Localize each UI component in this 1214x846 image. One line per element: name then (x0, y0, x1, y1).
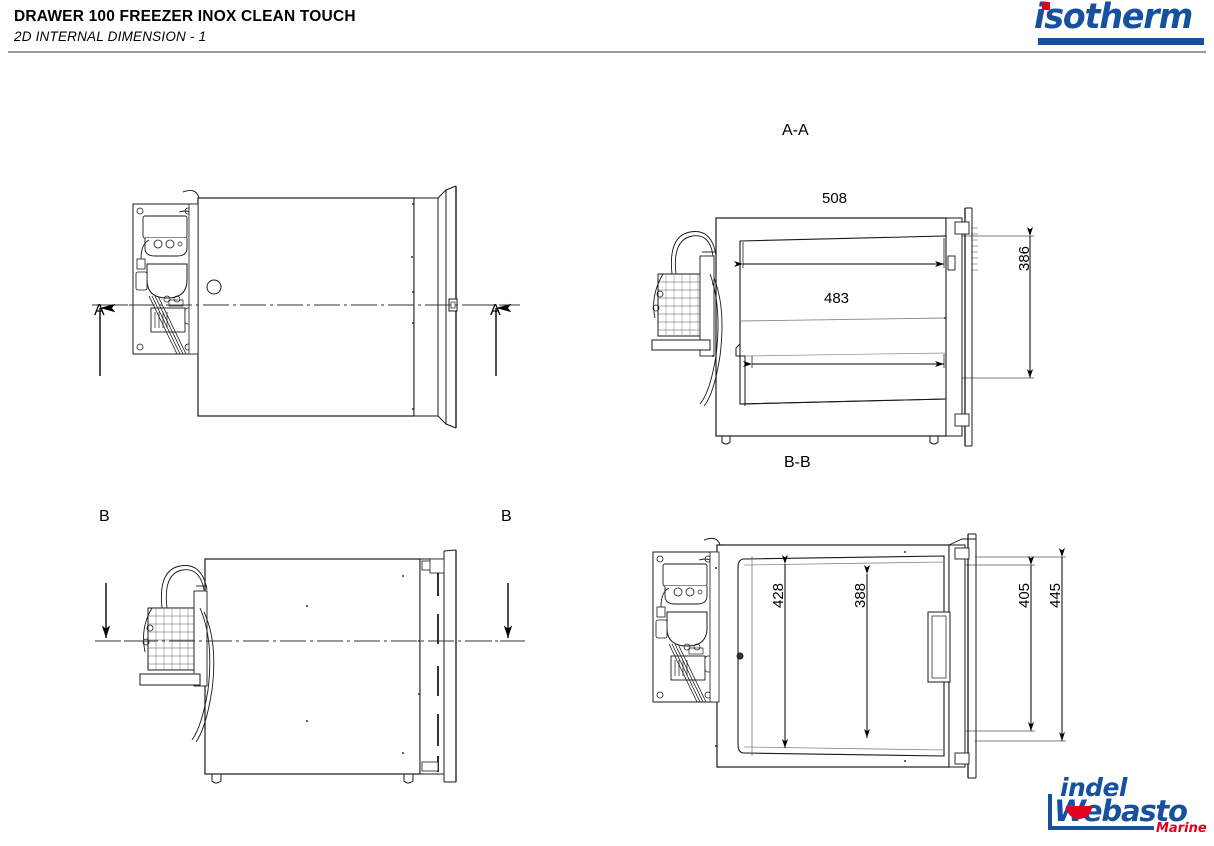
section-marker-b-left (101, 583, 132, 642)
section-marker-b-right (482, 583, 513, 642)
dimension-label-508: 508 (822, 190, 848, 207)
dimension-508 (734, 238, 945, 268)
view-title-a-a: A-A (782, 122, 809, 139)
dimension-label-428: 428 (770, 582, 788, 609)
iwm-logo-bracket-horizontal (1048, 826, 1154, 830)
dimension-445 (975, 548, 1066, 742)
section-label-b-right: B (501, 508, 512, 525)
section-label-b-left: B (99, 508, 110, 525)
drawing-svg (92, 185, 1066, 784)
dimension-label-445: 445 (1047, 582, 1065, 609)
dimension-label-386: 386 (1016, 245, 1034, 272)
isotherm-logo-dot-icon (1042, 2, 1050, 10)
iwm-logo-swoosh-icon (1066, 806, 1092, 819)
dimension-label-483: 483 (824, 290, 850, 307)
iwm-logo-bracket-vertical (1048, 794, 1052, 830)
isotherm-logo-text: isotherm (1034, 0, 1193, 37)
dimension-label-405: 405 (1016, 582, 1034, 609)
view-title-b-b: B-B (784, 454, 811, 471)
page-header: DRAWER 100 FREEZER INOX CLEAN TOUCH 2D I… (0, 0, 1214, 56)
dimension-label-388: 388 (852, 582, 870, 609)
view-section-a-a (651, 207, 978, 447)
view-section-b-b (652, 533, 977, 779)
isotherm-logo-underbar (1038, 38, 1204, 45)
indel-webasto-marine-logo: indel Webasto Marine (1044, 773, 1208, 840)
page-title: DRAWER 100 FREEZER INOX CLEAN TOUCH (14, 8, 356, 25)
page-subtitle: 2D INTERNAL DIMENSION - 1 (14, 29, 207, 44)
iwm-logo-text-marine: Marine (1156, 821, 1207, 836)
section-label-a-right: A (490, 302, 501, 319)
dimension-405 (965, 556, 1035, 732)
iwm-logo-text-indel: indel (1060, 773, 1127, 802)
section-marker-a-right (470, 303, 512, 376)
view-top-left (92, 185, 520, 429)
header-divider (8, 51, 1206, 53)
dimension-386 (962, 227, 1034, 379)
technical-drawing-canvas: A-A B-B A A B B 508 483 386 428 388 405 … (0, 56, 1214, 846)
dimension-483 (743, 354, 945, 368)
section-label-a-left: A (94, 302, 105, 319)
section-marker-a-left (99, 303, 128, 376)
view-bottom-left (95, 549, 525, 784)
isotherm-logo: isotherm (1034, 0, 1206, 46)
